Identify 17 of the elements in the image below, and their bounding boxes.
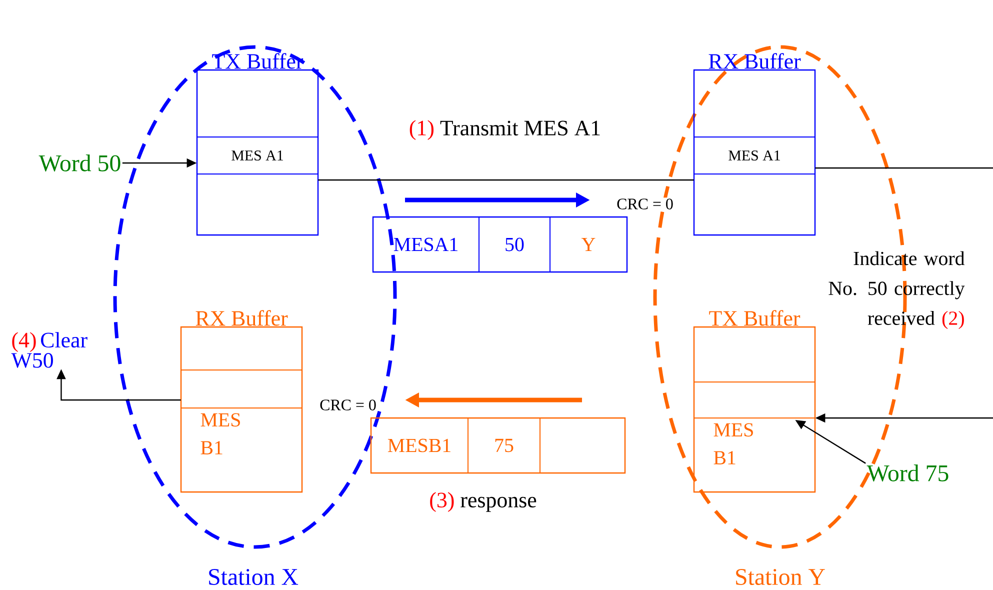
buffer-box: RX Buffer MES B1 [180,310,303,493]
crc-label: CRC = 0 [318,398,378,412]
crc-label: CRC = 0 [616,198,674,210]
connector-line [815,167,993,169]
step-label: (4) Clear W50 [11,332,88,368]
word-label: Word 50 [38,154,120,172]
node-label: RX Buffer [196,310,288,326]
message-frame: MESB1 75 [370,417,626,474]
step-label: (3) response [430,492,536,512]
message-frame: MESA1 50 Y [372,216,628,273]
connector-line [318,179,694,181]
step-label: (1) Transmit MES A1 [410,120,600,140]
buffer-box: TX Buffer MES B1 [693,310,816,493]
node-label: Station X [209,568,298,586]
node-label: Station Y [736,568,825,586]
node-label: TX Buffer [709,310,800,326]
word-label: Word 75 [866,464,948,482]
